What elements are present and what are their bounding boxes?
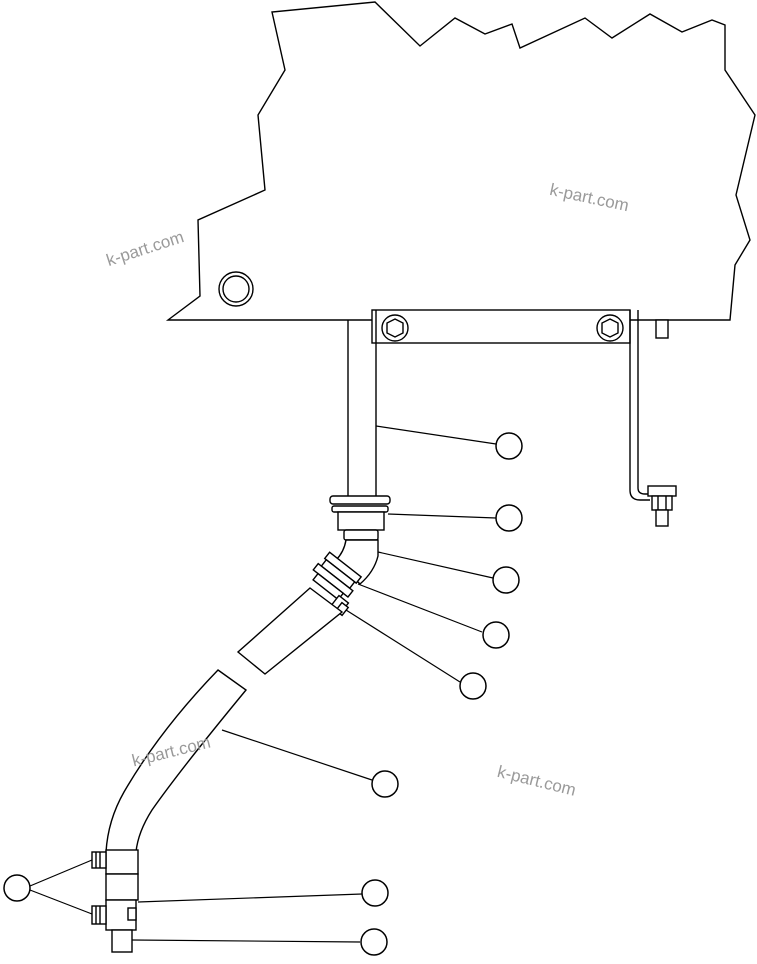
leader-lower-sleeve	[137, 893, 363, 903]
leader-hose-fitting	[357, 583, 483, 633]
lower-clamp-lower	[91, 905, 137, 925]
leader-lower-clamp-a	[29, 859, 93, 887]
lower-sleeve-upper	[105, 849, 139, 901]
housing-port-outer	[218, 271, 254, 307]
housing-port-inner	[222, 275, 250, 303]
pipe-elbow	[335, 529, 379, 585]
leader-hose-clamp	[345, 609, 461, 683]
lower-outlet-fitting	[111, 929, 133, 953]
callout-pipe[interactable]	[495, 432, 523, 460]
callout-lower-clamps[interactable]	[3, 874, 31, 902]
mounting-bracket	[371, 309, 677, 527]
callout-hose[interactable]	[371, 770, 399, 798]
callout-hose-clamp[interactable]	[459, 672, 487, 700]
callout-lower-sleeve[interactable]	[361, 879, 389, 907]
leader-flange-seal	[387, 513, 497, 519]
hose-fitting	[312, 551, 363, 601]
lower-clamp-upper	[91, 851, 107, 869]
leader-lower-fitting	[131, 939, 361, 943]
side-bracket-bolt	[647, 485, 677, 527]
callout-flange-seal[interactable]	[495, 504, 523, 532]
top-stud	[655, 319, 669, 339]
hose-upper-segment	[236, 587, 344, 675]
callout-elbow[interactable]	[492, 566, 520, 594]
housing-body	[165, 1, 756, 321]
vertical-pipe	[347, 310, 377, 496]
callout-lower-fitting[interactable]	[360, 928, 388, 956]
leader-lower-clamp-b	[29, 889, 93, 915]
leader-hose	[221, 729, 373, 781]
leader-elbow	[377, 551, 494, 579]
leader-pipe	[375, 425, 497, 445]
bracket-bolt-right	[596, 314, 624, 342]
flange-seal	[329, 495, 391, 531]
bracket-bolt-left	[381, 314, 409, 342]
callout-hose-fitting[interactable]	[482, 621, 510, 649]
